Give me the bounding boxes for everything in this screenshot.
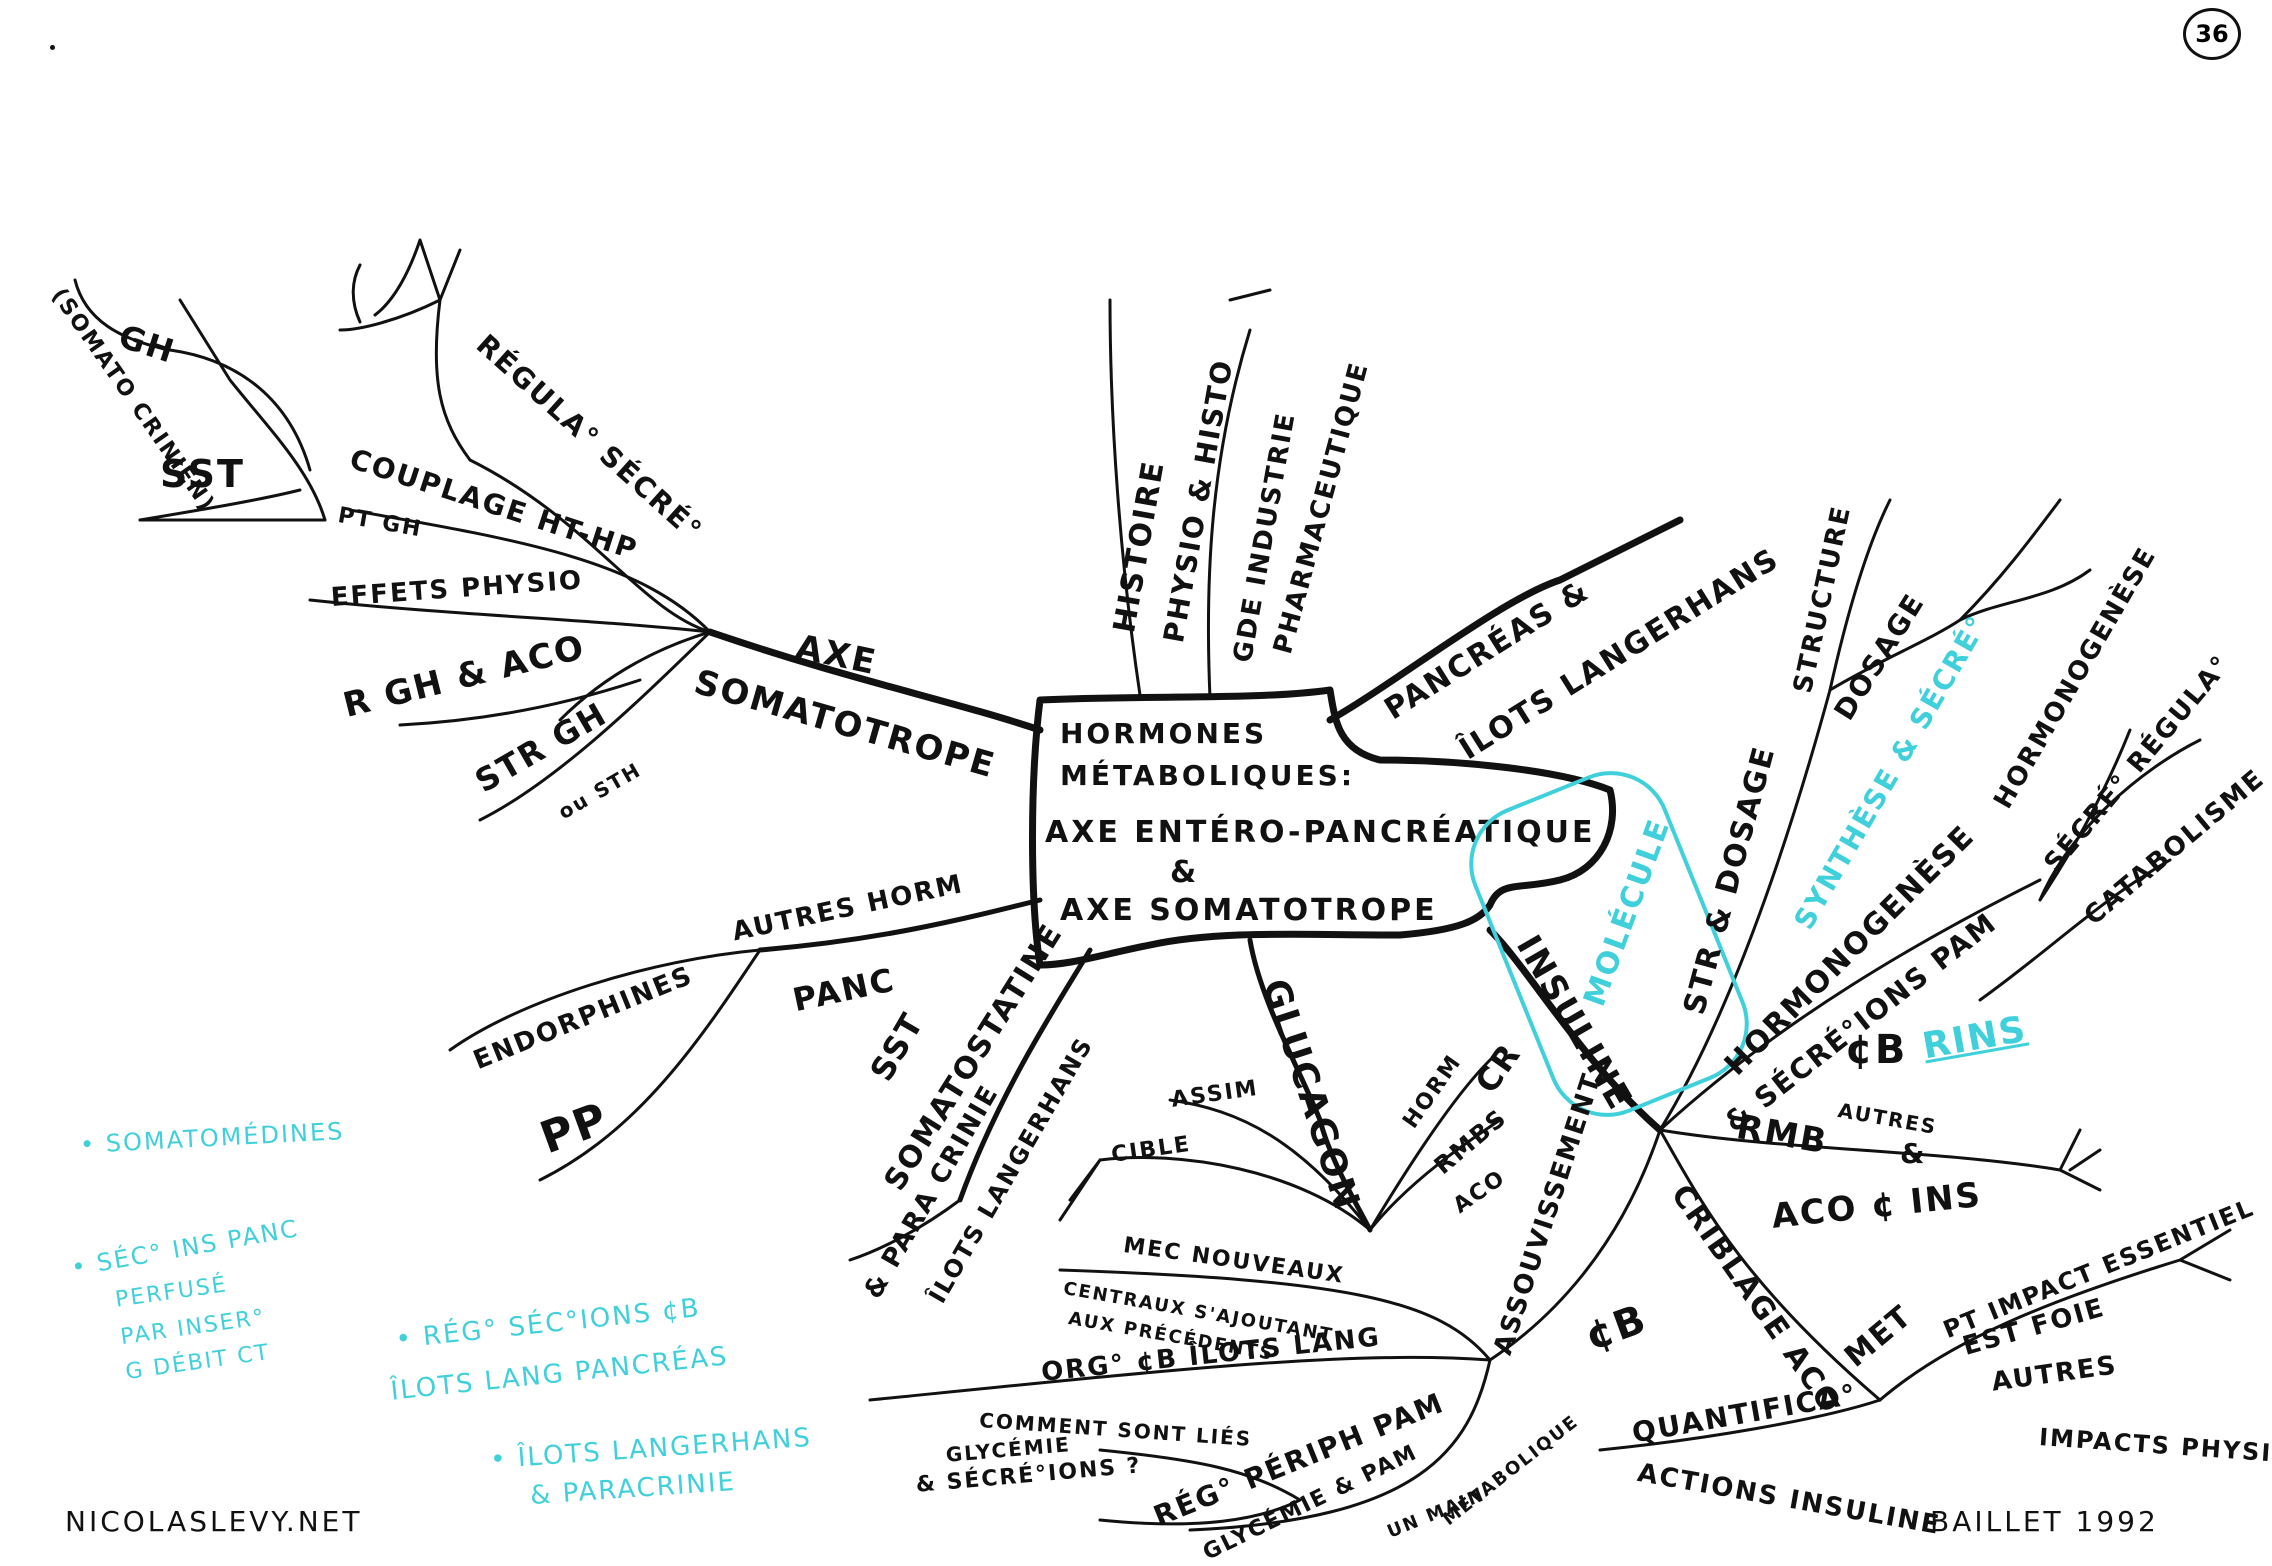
branch-sst	[957, 947, 1093, 1203]
center-box-outline	[1029, 686, 1617, 969]
branch-insuline	[1486, 926, 1664, 1134]
branch-autres-horm	[757, 897, 1043, 953]
page-number-text: 36	[2195, 20, 2229, 48]
footer-site: NICOLASLEVY.NET	[65, 1505, 363, 1538]
page-number: 36	[2183, 8, 2241, 60]
stray-dot	[50, 45, 55, 50]
center-line-3: AXE ENTÉRO-PANCRÉATIQUE	[1045, 815, 1596, 850]
center-line-5: AXE SOMATOTROPE	[1060, 893, 1438, 928]
label-amp: &	[1900, 1137, 1927, 1170]
branch-couplage	[348, 508, 712, 634]
label-cb: ¢B	[1845, 1027, 1908, 1073]
label-sst-left: SST	[160, 452, 245, 496]
center-line-2: MÉTABOLIQUES:	[1060, 759, 1356, 792]
branch-glucagon	[1247, 937, 1373, 1233]
branch-axe-somatotrope	[706, 628, 1044, 734]
footer-author: BAILLET 1992	[1930, 1505, 2159, 1538]
center-line-4: &	[1170, 855, 1200, 890]
branch-pancreas	[1326, 516, 1684, 724]
center-line-1: HORMONES	[1060, 717, 1268, 750]
